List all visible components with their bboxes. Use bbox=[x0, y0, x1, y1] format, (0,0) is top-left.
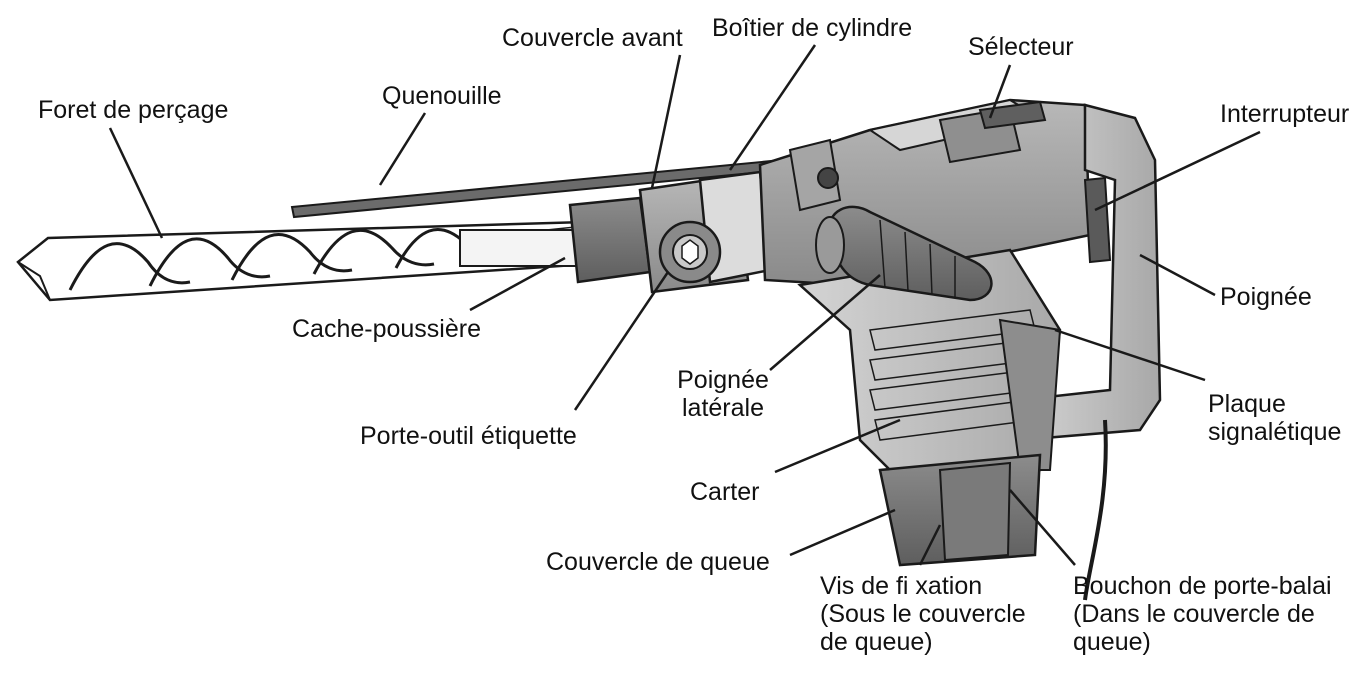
label-plaque-line-2: signalétique bbox=[1208, 418, 1342, 446]
drill-bit bbox=[16, 220, 592, 302]
label-plaque-line-1: Plaque bbox=[1208, 390, 1286, 418]
label-vis-line-3: de queue) bbox=[820, 628, 933, 656]
label-vis-line-2: (Sous le couvercle bbox=[820, 600, 1026, 628]
leader-boitier bbox=[728, 44, 817, 171]
label-vis-line-1: Vis de fi xation bbox=[820, 572, 983, 600]
label-poignee-laterale-line-2: latérale bbox=[682, 394, 764, 422]
side-handle bbox=[815, 205, 993, 302]
leader-plaque bbox=[1054, 328, 1206, 382]
label-carter: Carter bbox=[690, 478, 760, 506]
motor-housing bbox=[797, 248, 1062, 567]
label-porte-outil-etiquette: Porte-outil étiquette bbox=[360, 422, 577, 450]
label-couvercle-avant: Couvercle avant bbox=[502, 24, 683, 52]
label-poignee-laterale-line-1: Poignée bbox=[677, 366, 769, 394]
label-bouchon-line-1: Bouchon de porte-balai bbox=[1073, 572, 1332, 600]
label-interrupteur: Interrupteur bbox=[1220, 100, 1350, 128]
leader-poignee-laterale bbox=[769, 274, 881, 371]
label-bouchon-line-2: (Dans le couvercle de bbox=[1073, 600, 1315, 628]
label-selecteur: Sélecteur bbox=[968, 33, 1074, 61]
label-couvercle-de-queue: Couvercle de queue bbox=[546, 548, 770, 576]
leader-poignee bbox=[1139, 253, 1216, 297]
label-quenouille: Quenouille bbox=[382, 82, 502, 110]
label-bouchon-line-3: queue) bbox=[1073, 628, 1151, 656]
label-foret-de-percage: Foret de perçage bbox=[38, 96, 229, 124]
label-cache-poussiere: Cache-poussière bbox=[292, 315, 481, 343]
leader-couvercle-avant bbox=[650, 54, 682, 189]
leader-lines bbox=[108, 44, 1261, 566]
leader-couvercle-queue bbox=[789, 508, 896, 557]
label-vis-de-fixation: Vis de fi xation (Sous le couvercle de q… bbox=[820, 572, 1026, 656]
leader-vis bbox=[918, 524, 942, 566]
leader-bouchon bbox=[1009, 489, 1076, 566]
leader-porte-outil bbox=[573, 271, 670, 411]
leader-interrupteur bbox=[1094, 130, 1261, 212]
chuck-assembly bbox=[568, 170, 772, 294]
label-boitier-de-cylindre: Boîtier de cylindre bbox=[712, 14, 913, 42]
leader-cache-poussiere bbox=[469, 256, 566, 312]
leader-selecteur bbox=[988, 64, 1012, 119]
label-poignee-laterale: Poignée latérale bbox=[668, 366, 778, 422]
label-poignee: Poignée bbox=[1220, 283, 1312, 311]
leader-foret bbox=[108, 127, 164, 239]
leader-carter bbox=[774, 418, 901, 474]
label-plaque-signaletique: Plaque signalétique bbox=[1208, 390, 1341, 446]
leader-quenouille bbox=[378, 112, 427, 186]
label-bouchon-de-porte-balai: Bouchon de porte-balai (Dans le couvercl… bbox=[1073, 572, 1332, 656]
